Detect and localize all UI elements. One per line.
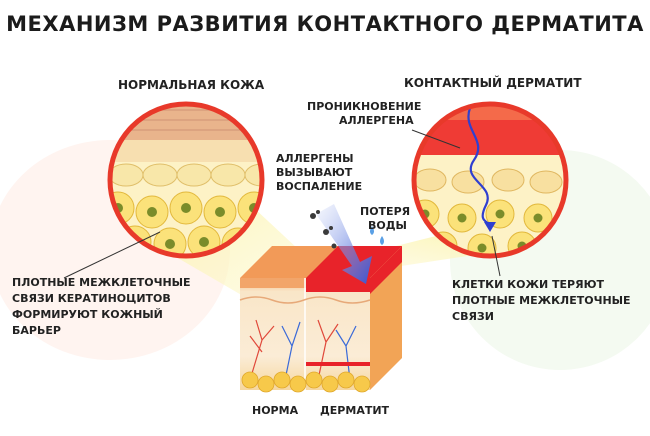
normal-block-label: НОРМА [252,404,299,417]
normal-caption-line1: ПЛОТНЫЕ МЕЖКЛЕТОЧНЫЕ [12,276,191,289]
allergen-penetration-path [467,107,492,229]
normal-caption-line4: БАРЬЕР [12,324,61,337]
pointer-line-penetration [411,129,461,149]
water-loss-label-line1: ПОТЕРЯ [360,205,411,218]
pointer-line-left [63,231,161,279]
penetration-label-line2: АЛЛЕРГЕНА [339,114,414,127]
dermatitis-caption-line3: СВЯЗИ [452,310,494,323]
dermatitis-caption-line2: ПЛОТНЫЕ МЕЖКЛЕТОЧНЫЕ [452,294,631,307]
allergens-label-line1: АЛЛЕРГЕНЫ [276,152,354,165]
allergens-label-line2: ВЫЗЫВАЮТ [276,166,353,179]
inflamed-right [370,246,402,294]
water-drops [370,226,384,245]
pointer-line-right [491,235,501,277]
normal-skin-heading: НОРМАЛЬНАЯ КОЖА [118,78,265,92]
allergen-particles [310,210,337,249]
dermatitis-heading: КОНТАКТНЫЙ ДЕРМАТИТ [404,76,582,90]
penetration-arrowhead [484,222,496,232]
page-title: МЕХАНИЗМ РАЗВИТИЯ КОНТАКТНОГО ДЕРМАТИТА [6,12,644,36]
normal-caption-line3: ФОРМИРУЮТ КОЖНЫЙ [12,308,163,321]
dermatitis-block-label: ДЕРМАТИТ [320,404,390,417]
water-loss-label-line2: ВОДЫ [368,219,407,232]
normal-caption-line2: СВЯЗИ КЕРАТИНОЦИТОВ [12,292,171,305]
penetration-label-line1: ПРОНИКНОВЕНИЕ [307,100,422,113]
allergen-arrow [316,204,372,284]
inflamed-front [306,278,370,292]
magnifier-ring-right [411,101,569,259]
allergens-label-line3: ВОСПАЛЕНИЕ [276,180,363,193]
magnifier-ring-left [107,101,265,259]
dermatitis-caption-line1: КЛЕТКИ КОЖИ ТЕРЯЮТ [452,278,604,291]
skin-block [239,246,402,393]
